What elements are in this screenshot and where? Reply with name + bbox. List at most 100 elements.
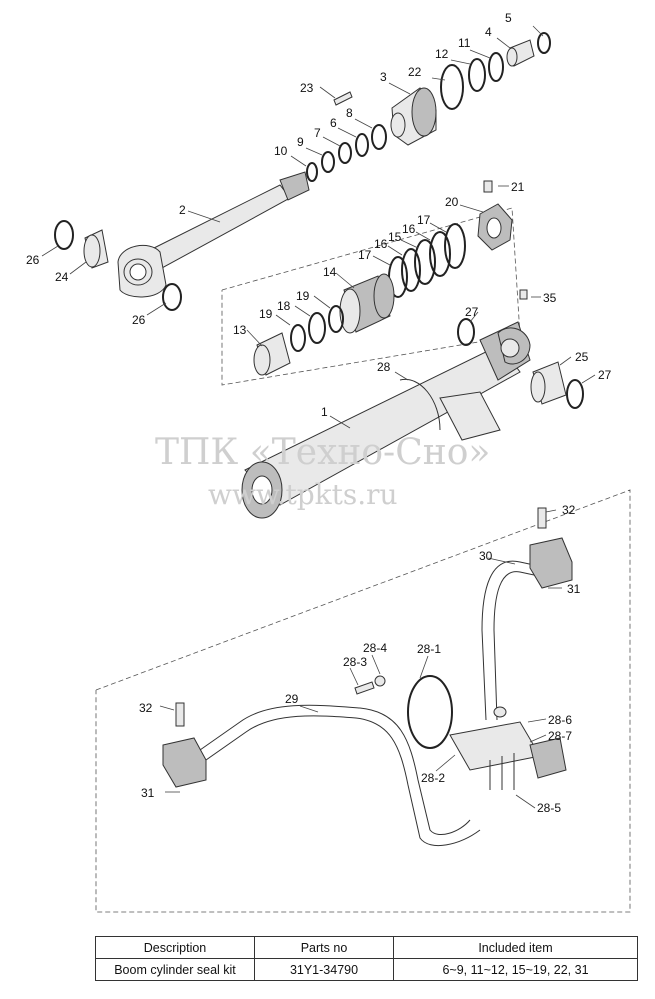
tube-clamp: [399, 378, 441, 431]
table-header-row: Description Parts no Included item: [95, 936, 638, 959]
part-31-block-a: [529, 537, 573, 589]
callout-28-6: 28-6: [548, 713, 572, 727]
callout-16: 16: [374, 237, 388, 251]
callout-28: 28: [377, 360, 391, 374]
part-18-ring: [308, 312, 326, 344]
part-32-bolt-b: [175, 702, 185, 727]
callout-7: 7: [314, 126, 321, 140]
callout-19: 19: [259, 307, 273, 321]
part-3-gland-bore: [390, 112, 406, 138]
part-11-ring: [488, 52, 504, 82]
callout-20: 20: [445, 195, 459, 209]
callout-17: 17: [358, 248, 372, 262]
callout-28-1: 28-1: [417, 642, 441, 656]
callout-6: 6: [330, 116, 337, 130]
tube-end-parts: [457, 318, 584, 409]
col-included-item-header: Included item: [393, 936, 638, 959]
watermark-company: ТПК «Техно-Сно»: [155, 432, 490, 473]
part-27-ring: [457, 318, 475, 346]
part-19-ring: [328, 305, 344, 333]
callout-1: 1: [321, 405, 328, 419]
part-28-3-bolt: [354, 681, 375, 695]
callout-26: 26: [26, 253, 40, 267]
gland-parts: [306, 32, 551, 182]
watermark-url: www.tpkts.ru: [208, 478, 398, 511]
callout-8: 8: [346, 106, 353, 120]
callout-29: 29: [285, 692, 299, 706]
callout-2: 2: [179, 203, 186, 217]
callout-28-2: 28-2: [421, 771, 445, 785]
callout-19-b: 19: [296, 289, 310, 303]
callout-32-b: 32: [139, 701, 153, 715]
part-30-pipe: [481, 560, 549, 721]
callout-11: 11: [458, 36, 471, 50]
callout-35: 35: [543, 291, 557, 305]
part-16-ring: [429, 231, 451, 277]
part-28-7-block: [529, 737, 567, 779]
part-9-ring: [321, 151, 335, 173]
part-7-ring: [338, 142, 352, 164]
tube-bracket: [439, 391, 501, 441]
callout-13: 13: [233, 323, 247, 337]
callout-labels: 5 4 11 12 22 3 23 8 6 7 9 10 2 21 20 26 …: [26, 11, 612, 815]
callout-4: 4: [485, 25, 492, 39]
part-12-ring: [468, 58, 486, 92]
callout-21: 21: [511, 180, 525, 194]
part-5-ring: [537, 32, 551, 54]
part-3-gland-flange: [411, 87, 437, 137]
part-28-5-u-bolt: [489, 753, 515, 790]
callout-27-b: 27: [598, 368, 612, 382]
callout-12: 12: [435, 47, 449, 61]
part-19-ring-b: [290, 324, 306, 352]
seal-kit-table: Description Parts no Included item Boom …: [95, 936, 638, 981]
callout-5: 5: [505, 11, 512, 25]
part-27-ring-b: [566, 379, 584, 409]
rod-eye-parts: [54, 220, 182, 311]
part-16-ring-b: [401, 248, 421, 292]
col-parts-no-header: Parts no: [254, 936, 394, 959]
part-8-ring: [371, 124, 387, 150]
cell-included-item: 6~9, 11~12, 15~19, 22, 31: [393, 958, 638, 981]
cell-parts-no: 31Y1-34790: [254, 958, 394, 981]
callout-9: 9: [297, 135, 304, 149]
callout-22: 22: [408, 65, 422, 79]
callout-30: 30: [479, 549, 493, 563]
callout-10: 10: [274, 144, 288, 158]
callout-31: 31: [567, 582, 581, 596]
callout-28-4: 28-4: [363, 641, 387, 655]
part-10-ring: [306, 162, 318, 182]
callout-14: 14: [323, 265, 337, 279]
callout-25: 25: [575, 350, 589, 364]
leader-lines: [41, 25, 596, 809]
part-24-bushing-face: [83, 234, 101, 268]
part-1-cylinder-tube: [241, 321, 531, 519]
callout-28-5: 28-5: [537, 801, 561, 815]
part-26-ring-b: [162, 283, 182, 311]
part-29-pipe: [189, 704, 471, 835]
callout-17-b: 17: [417, 213, 431, 227]
callout-28-3: 28-3: [343, 655, 367, 669]
callout-23: 23: [300, 81, 314, 95]
callout-31-b: 31: [141, 786, 155, 800]
part-21-set-screw: [483, 180, 493, 193]
part-26-ring: [54, 220, 74, 250]
callout-15: 15: [388, 230, 402, 244]
callout-18: 18: [277, 299, 291, 313]
callout-26-b: 26: [132, 313, 146, 327]
part-15-ring: [414, 239, 436, 285]
part-28-4-washer: [374, 675, 386, 687]
col-description-header: Description: [95, 936, 255, 959]
part-28-6-nuts: [493, 706, 507, 718]
cell-description: Boom cylinder seal kit: [95, 958, 255, 981]
pipe-group-outline: [95, 489, 631, 913]
callout-3: 3: [380, 70, 387, 84]
part-35-plug: [519, 289, 528, 300]
part-32-bolt-a: [537, 507, 547, 529]
part-28-1-clamp: [407, 675, 453, 749]
part-2-piston-rod: [117, 171, 310, 298]
callout-32: 32: [562, 503, 576, 517]
callout-28-7: 28-7: [548, 729, 572, 743]
pipe-assembly: [162, 507, 573, 846]
part-17-ring: [444, 223, 466, 269]
